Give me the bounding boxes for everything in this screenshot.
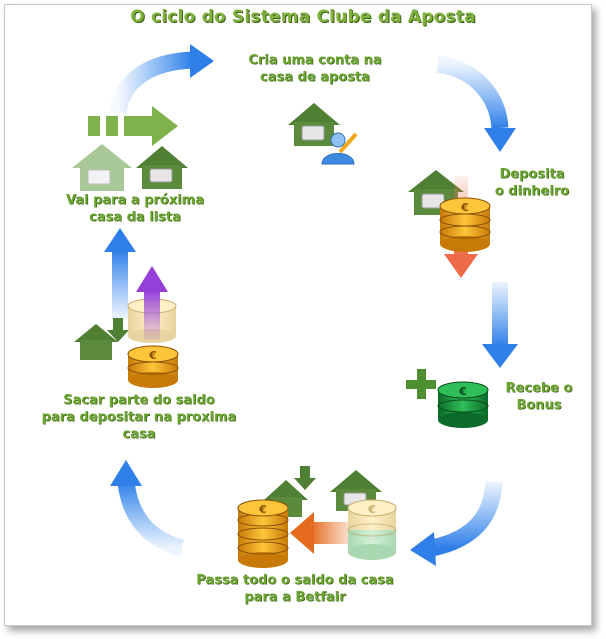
euro-symbol: € — [148, 349, 157, 362]
house-icon — [136, 146, 188, 189]
step-line: casa de aposta — [260, 70, 370, 85]
euro-symbol: € — [367, 503, 376, 516]
bonus-coin-stack-icon: € — [437, 381, 489, 428]
down-arrow-icon — [107, 318, 129, 342]
step-next-house-label: Vai para a próxima casa da lista — [50, 192, 220, 226]
cycle-arrow-bottom-right — [410, 481, 503, 566]
step-line: Cria uma conta na — [248, 53, 382, 68]
house-icon — [330, 470, 382, 511]
user-edit-icon — [321, 132, 358, 165]
cycle-arrow-top-right — [436, 55, 516, 152]
cycle-arrow-right-down — [482, 282, 518, 368]
step-line: Deposita — [499, 167, 565, 182]
purple-up-arrow-icon — [136, 266, 168, 340]
euro-symbol: € — [258, 503, 267, 516]
euro-symbol: € — [460, 201, 469, 214]
euro-symbol: € — [458, 385, 467, 398]
step-deposit-label: Deposita o dinheiro — [490, 166, 574, 200]
step-line: Bonus — [516, 398, 562, 413]
step-bonus-label: Recebe o Bonus — [494, 380, 584, 414]
transfer-arrow-icon — [290, 512, 356, 554]
step-line: Recebe o — [505, 381, 573, 396]
step-line: o dinheiro — [494, 184, 570, 199]
next-arrow-icon — [88, 106, 178, 146]
step-line: casa — [122, 427, 156, 442]
step-line: para depositar na proxima — [41, 410, 237, 425]
coin-stack-icon: € — [127, 345, 179, 388]
step-line: Passa todo o saldo da casa — [196, 573, 394, 588]
faded-house-icon — [72, 144, 132, 191]
step-line: casa da lista — [89, 210, 181, 225]
step-line: Sacar parte do saldo — [63, 393, 215, 408]
diagram-title: O ciclo do Sistema Clube da Aposta — [130, 7, 476, 27]
house-icon — [288, 103, 340, 146]
cycle-arrow-bottom-left — [110, 460, 185, 557]
step-transfer-label: Passa todo o saldo da casa para a Betfai… — [170, 572, 420, 606]
faded-coin-stack-icon: € — [347, 499, 397, 560]
coin-stack-icon: € — [439, 197, 491, 252]
step-create-account-label: Cria uma conta na casa de aposta — [240, 52, 390, 86]
house-icon — [74, 324, 118, 360]
cycle-arrow-left-up — [104, 228, 136, 318]
step-withdraw-label: Sacar parte do saldo para depositar na p… — [26, 392, 252, 443]
step-line: para a Betfair — [244, 590, 346, 605]
down-arrow-icon — [294, 466, 316, 490]
betfair-coin-stack-icon: € — [237, 499, 289, 568]
plus-icon — [406, 369, 436, 399]
cycle-arrow-top-left — [109, 44, 214, 114]
step-line: Vai para a próxima — [66, 193, 204, 208]
